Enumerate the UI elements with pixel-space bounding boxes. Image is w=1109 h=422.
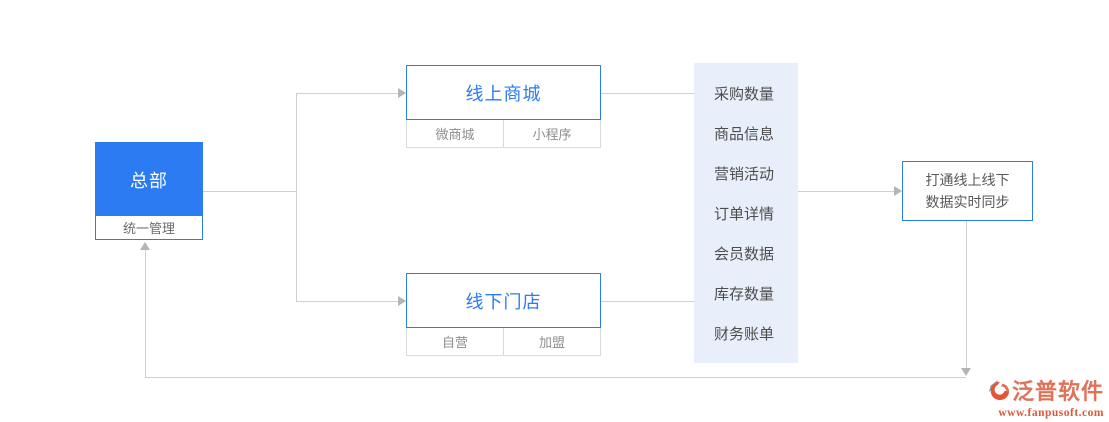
arrowhead-to-offline-icon bbox=[398, 296, 406, 306]
panel-item-marketing-activity: 营销活动 bbox=[714, 165, 775, 183]
arrowhead-to-hq-icon bbox=[140, 242, 150, 250]
node-headquarters: 总部 统一管理 bbox=[95, 142, 203, 240]
shared-data-panel: 采购数量 商品信息 营销活动 订单详情 会员数据 库存数量 财务账单 bbox=[694, 63, 798, 363]
connector-branch-to-offline bbox=[296, 301, 398, 302]
node-sync-result: 打通线上线下 数据实时同步 bbox=[902, 161, 1033, 221]
headquarters-subtitle: 统一管理 bbox=[96, 216, 202, 239]
offline-store-channels: 自营 加盟 bbox=[406, 328, 601, 356]
fanpu-logo-icon bbox=[988, 379, 1010, 400]
headquarters-title: 总部 bbox=[96, 143, 202, 216]
node-offline-store: 线下门店 bbox=[406, 273, 601, 328]
brand-website: www.fanpusoft.com bbox=[998, 407, 1104, 419]
panel-item-stock-quantity: 库存数量 bbox=[714, 285, 775, 303]
connector-offline-to-panel bbox=[601, 301, 694, 302]
arrowhead-to-result-icon bbox=[894, 186, 902, 196]
channel-wechat-mall: 微商城 bbox=[435, 127, 475, 142]
connector-result-down bbox=[966, 221, 967, 368]
connector-online-to-panel bbox=[601, 93, 694, 94]
channel-franchise: 加盟 bbox=[503, 328, 600, 355]
offline-store-title: 线下门店 bbox=[465, 291, 542, 312]
connector-branch-to-online bbox=[296, 93, 398, 94]
result-line-1: 打通线上线下 bbox=[925, 172, 1010, 188]
connector-panel-to-result bbox=[798, 191, 894, 192]
result-line-2: 数据实时同步 bbox=[925, 194, 1010, 210]
online-mall-title: 线上商城 bbox=[465, 83, 542, 104]
online-mall-channels: 微商城 小程序 bbox=[406, 120, 601, 148]
channel-mini-program: 小程序 bbox=[503, 120, 600, 147]
brand-name: 泛普软件 bbox=[1011, 379, 1104, 404]
brand-watermark: 泛普软件 www.fanpusoft.com bbox=[976, 374, 1104, 419]
panel-item-order-details: 订单详情 bbox=[714, 205, 775, 223]
arrowhead-feedback-down-icon bbox=[961, 368, 971, 376]
panel-item-finance-bill: 财务账单 bbox=[714, 325, 775, 343]
connector-branch-vertical bbox=[296, 93, 297, 302]
panel-item-member-data: 会员数据 bbox=[714, 245, 775, 263]
connector-feedback-bottom bbox=[145, 377, 966, 378]
connector-feedback-up bbox=[145, 250, 146, 377]
arrowhead-to-online-icon bbox=[398, 88, 406, 98]
connector-hq-to-branch bbox=[203, 191, 297, 192]
panel-item-product-info: 商品信息 bbox=[714, 125, 775, 143]
panel-item-purchase-quantity: 采购数量 bbox=[714, 85, 775, 103]
node-online-mall: 线上商城 bbox=[406, 65, 601, 120]
channel-self-operated: 自营 bbox=[441, 335, 468, 350]
